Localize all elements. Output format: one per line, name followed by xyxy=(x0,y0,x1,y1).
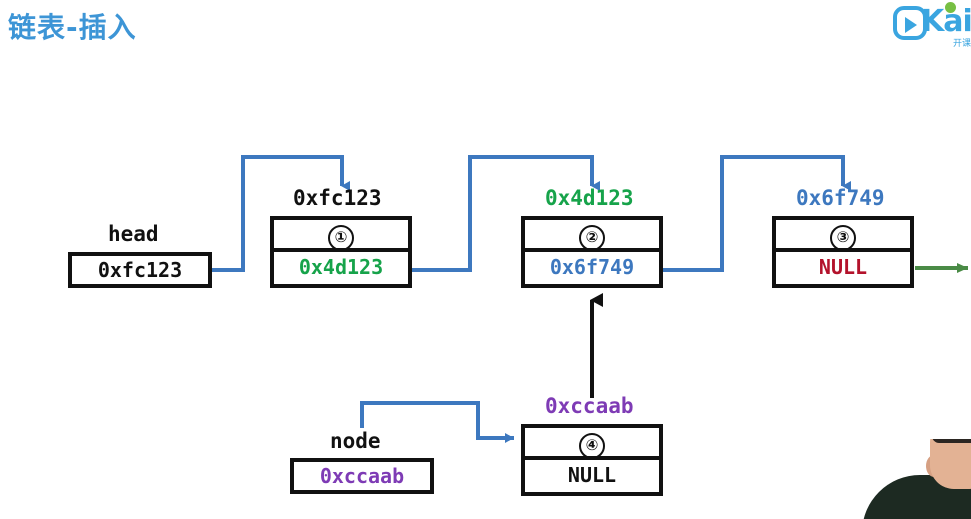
node3-box: ③ NULL xyxy=(772,216,914,288)
node3-data-cell: ③ xyxy=(776,220,910,252)
node4-box: ④ NULL xyxy=(521,424,663,496)
logo-accent-dot-icon xyxy=(945,2,956,13)
kaikeba-play-logo-icon xyxy=(893,6,927,40)
node-pointer-label: node xyxy=(330,429,381,453)
head-pointer-value: 0xfc123 xyxy=(97,258,183,282)
node3-next-cell: NULL xyxy=(818,255,868,279)
node1-address-label: 0xfc123 xyxy=(293,186,382,210)
node2-address-label: 0x4d123 xyxy=(545,186,634,210)
node-pointer-value: 0xccaab xyxy=(319,464,405,488)
brand-tagline: 开课吧 xyxy=(953,39,971,49)
head-pointer-box: 0xfc123 xyxy=(68,252,212,288)
node2-box: ② 0x6f749 xyxy=(521,216,663,288)
node2-data-cell: ② xyxy=(525,220,659,252)
node3-index-badge: ③ xyxy=(830,225,856,248)
node-pointer-box: 0xccaab xyxy=(290,458,434,494)
page-title: 链表-插入 xyxy=(8,11,137,44)
node2-next-cell: 0x6f749 xyxy=(549,255,635,279)
head-pointer-label: head xyxy=(108,222,159,246)
node1-data-cell: ① xyxy=(274,220,408,252)
brand-name: Kaik xyxy=(921,4,971,39)
node4-next-cell: NULL xyxy=(567,463,617,487)
wire-node-to-node4 xyxy=(360,401,514,443)
brand-logo: Kaik 开课吧 xyxy=(893,2,971,54)
node4-data-cell: ④ xyxy=(525,428,659,460)
presenter-hair xyxy=(932,439,971,443)
node1-box: ① 0x4d123 xyxy=(270,216,412,288)
node1-index-badge: ① xyxy=(328,225,354,248)
node2-index-badge: ② xyxy=(579,225,605,248)
node3-address-label: 0x6f749 xyxy=(796,186,885,210)
node4-index-badge: ④ xyxy=(579,433,605,456)
node4-address-label: 0xccaab xyxy=(545,394,634,418)
presenter-head xyxy=(930,439,971,489)
node1-next-cell: 0x4d123 xyxy=(298,255,384,279)
presenter-video-overlay xyxy=(856,439,971,519)
